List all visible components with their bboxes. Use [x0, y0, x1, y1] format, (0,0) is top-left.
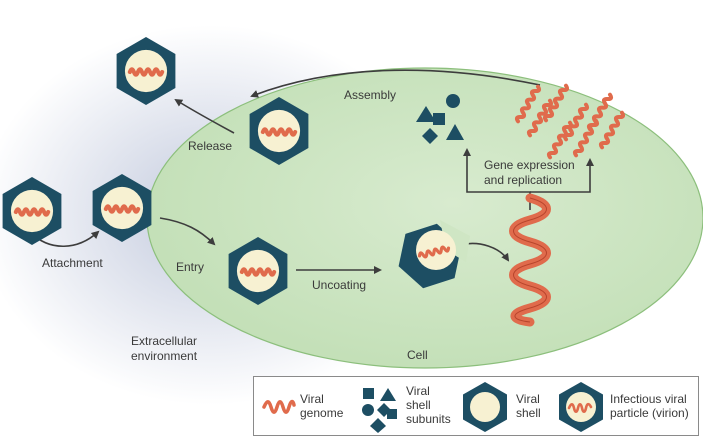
virion-uncoating	[398, 220, 470, 289]
entry-arrow	[159, 217, 216, 246]
virion-attached	[92, 174, 152, 242]
attachment-label: Attachment	[42, 256, 103, 270]
replicated-genome-strand	[542, 83, 570, 123]
legend-virion-icon	[559, 382, 603, 432]
virion-assembled	[249, 97, 309, 165]
assembly-arrow	[250, 69, 541, 98]
legend-subunits-label-line3: subunits	[406, 412, 451, 426]
legend-virion-label-line2: particle (virion)	[610, 406, 689, 420]
extracellular-label-line1: Extracellular	[131, 334, 198, 348]
shell-subunits-cluster	[416, 94, 464, 144]
legend-subunits-icon	[362, 388, 397, 433]
large-genome-helix	[509, 193, 551, 327]
legend-genome-label-line1: Viral	[300, 392, 324, 406]
uncoating-label: Uncoating	[312, 278, 367, 292]
legend-subunits-label-line2: shell	[406, 398, 431, 412]
replicated-genome-strand	[546, 120, 574, 160]
replication-branch-arrows-right	[530, 158, 594, 193]
gene-expression-label-line1: Gene expression	[484, 158, 575, 172]
virion-extracellular-left	[2, 177, 62, 245]
legend-subunits-label-line1: Viral	[406, 384, 430, 398]
replicated-genome-strand	[514, 84, 542, 124]
legend-shell-icon	[463, 382, 507, 432]
replicated-genome-strand	[562, 102, 590, 142]
replicated-genome-strand	[572, 118, 600, 158]
entry-label: Entry	[176, 260, 205, 274]
legend-genome-label-line2: genome	[300, 406, 344, 420]
legend-shell-label-line1: Viral	[516, 392, 540, 406]
legend-virion-label-line1: Infectious viral	[610, 392, 687, 406]
legend: Viral genome Viral shell subunits Viral …	[253, 376, 699, 436]
virion-entered	[228, 237, 288, 305]
replicated-genome-strand	[526, 98, 554, 138]
virion-release	[116, 37, 176, 105]
legend-genome-icon	[262, 399, 296, 414]
release-arrow	[174, 98, 235, 134]
assembly-label: Assembly	[344, 88, 397, 102]
gene-expression-label-line2: and replication	[484, 173, 563, 187]
release-label: Release	[188, 139, 233, 153]
cell-label: Cell	[407, 348, 428, 362]
replicated-genome-strand	[598, 110, 626, 150]
legend-shell-label-line2: shell	[516, 406, 541, 420]
extracellular-label-line2: environment	[131, 349, 198, 363]
replicated-genomes	[514, 83, 626, 160]
